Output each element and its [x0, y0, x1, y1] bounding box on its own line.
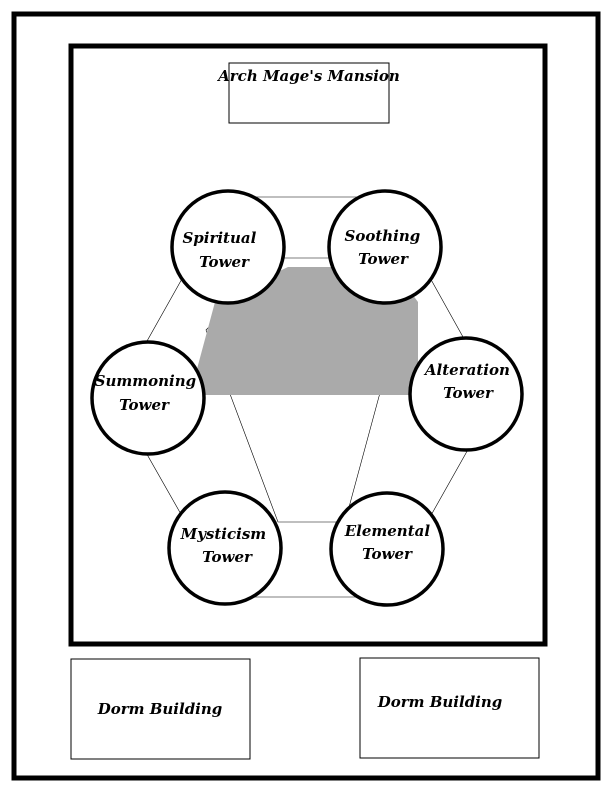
- tower-circle: [327, 189, 443, 305]
- tower-label: Mysticism Tower: [180, 525, 272, 566]
- tower-circle: [329, 491, 445, 607]
- outer-border: [11, 11, 601, 781]
- tower-summoning: Summoning Tower: [90, 340, 206, 456]
- tower-soothing: Soothing Tower: [327, 189, 443, 305]
- dorm-box: [359, 657, 540, 759]
- tower-elemental: Elemental Tower: [329, 491, 445, 607]
- dorm-label: Dorm Building: [97, 700, 223, 718]
- dorm-box: [70, 658, 251, 760]
- tower-circle: [90, 340, 206, 456]
- tower-label: Spiritual Tower: [182, 229, 261, 271]
- dorm-right: Dorm Building: [359, 657, 540, 759]
- tower-label: Elemental Tower: [344, 522, 436, 563]
- tower-spiritual: Spiritual Tower: [170, 189, 286, 305]
- dorm-label: Dorm Building: [377, 693, 503, 711]
- tower-circle: [167, 490, 283, 606]
- tower-circle: [170, 189, 286, 305]
- tower-label: Summoning Tower: [95, 372, 202, 414]
- tower-circle: [408, 336, 524, 452]
- mansion: Arch Mage's Mansion: [216, 62, 400, 124]
- mansion-label: Arch Mage's Mansion: [216, 67, 400, 85]
- dorm-left: Dorm Building: [70, 658, 251, 760]
- tower-label: Soothing Tower: [344, 227, 425, 268]
- tower-mysticism: Mysticism Tower: [167, 490, 283, 606]
- campus-grounds: [68, 43, 548, 647]
- tower-alteration: Alteration Tower: [408, 336, 524, 452]
- tower-label: Alteration Tower: [423, 361, 515, 402]
- mansion-box: [228, 62, 390, 124]
